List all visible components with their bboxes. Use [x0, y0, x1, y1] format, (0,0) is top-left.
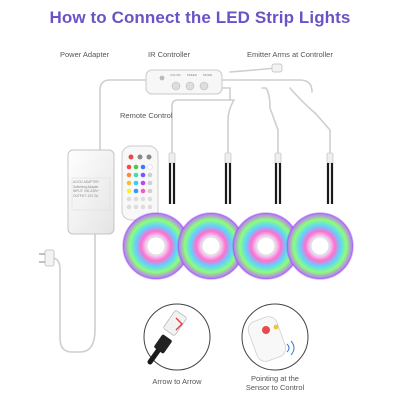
- adapter-print-line: Switching Adapter: [73, 184, 99, 189]
- adapter-print-line: AC/DC ADAPTER: [73, 180, 99, 184]
- branch-cable-1: [171, 87, 231, 159]
- led-reel-4: [286, 212, 354, 280]
- controller-print: COLOR SPEED MODE: [170, 73, 212, 77]
- label-power-adapter: Power Adapter: [60, 50, 110, 59]
- branch-cable-4: [289, 87, 331, 159]
- ir-emitter: [271, 63, 283, 73]
- power-plug-icon: [39, 249, 55, 267]
- detail-arrow-to-arrow: [143, 303, 211, 371]
- emitter-arm-cable: [229, 67, 277, 73]
- ir-signal-icon: [286, 340, 295, 356]
- mains-cable: [51, 232, 96, 353]
- controller-output-cable: [221, 79, 313, 93]
- label-remote-control: Remote Control: [120, 111, 173, 120]
- ir-controller: [145, 69, 223, 95]
- adapter-print-line: OUTPUT: 12V 2A: [73, 193, 98, 198]
- adapter-print-line: INPUT: 100-240V~: [73, 189, 100, 194]
- adapter-to-controller-cable: [99, 79, 149, 151]
- controller-button-label: COLOR: [170, 73, 181, 77]
- label-pointing-line2: Sensor to Control: [245, 383, 305, 392]
- label-ir-controller: IR Controller: [148, 50, 191, 59]
- label-pointing-line1: Pointing at the: [251, 374, 299, 383]
- adapter-print: AC/DC ADAPTER Switching Adapter INPUT: 1…: [73, 180, 111, 198]
- power-adapter: [39, 149, 115, 267]
- led-strip-reels: [122, 212, 354, 280]
- branch-cable-3: [261, 87, 279, 159]
- branch-cable-2: [227, 99, 236, 159]
- strip-connectors: [168, 152, 334, 164]
- strip-leads: [168, 163, 334, 204]
- label-emitter-arms: Emitter Arms at Controller: [247, 50, 333, 59]
- page-title: How to Connect the LED Strip Lights: [49, 8, 351, 27]
- arrow-marker-icon: [175, 317, 183, 331]
- label-arrow-to-arrow: Arrow to Arrow: [152, 377, 202, 386]
- controller-button-label: MODE: [203, 73, 212, 77]
- ir-sensor-icon: [159, 75, 165, 81]
- controller-button-label: SPEED: [186, 73, 197, 77]
- detail-pointing-sensor: [241, 303, 309, 371]
- remote-control: [121, 145, 159, 221]
